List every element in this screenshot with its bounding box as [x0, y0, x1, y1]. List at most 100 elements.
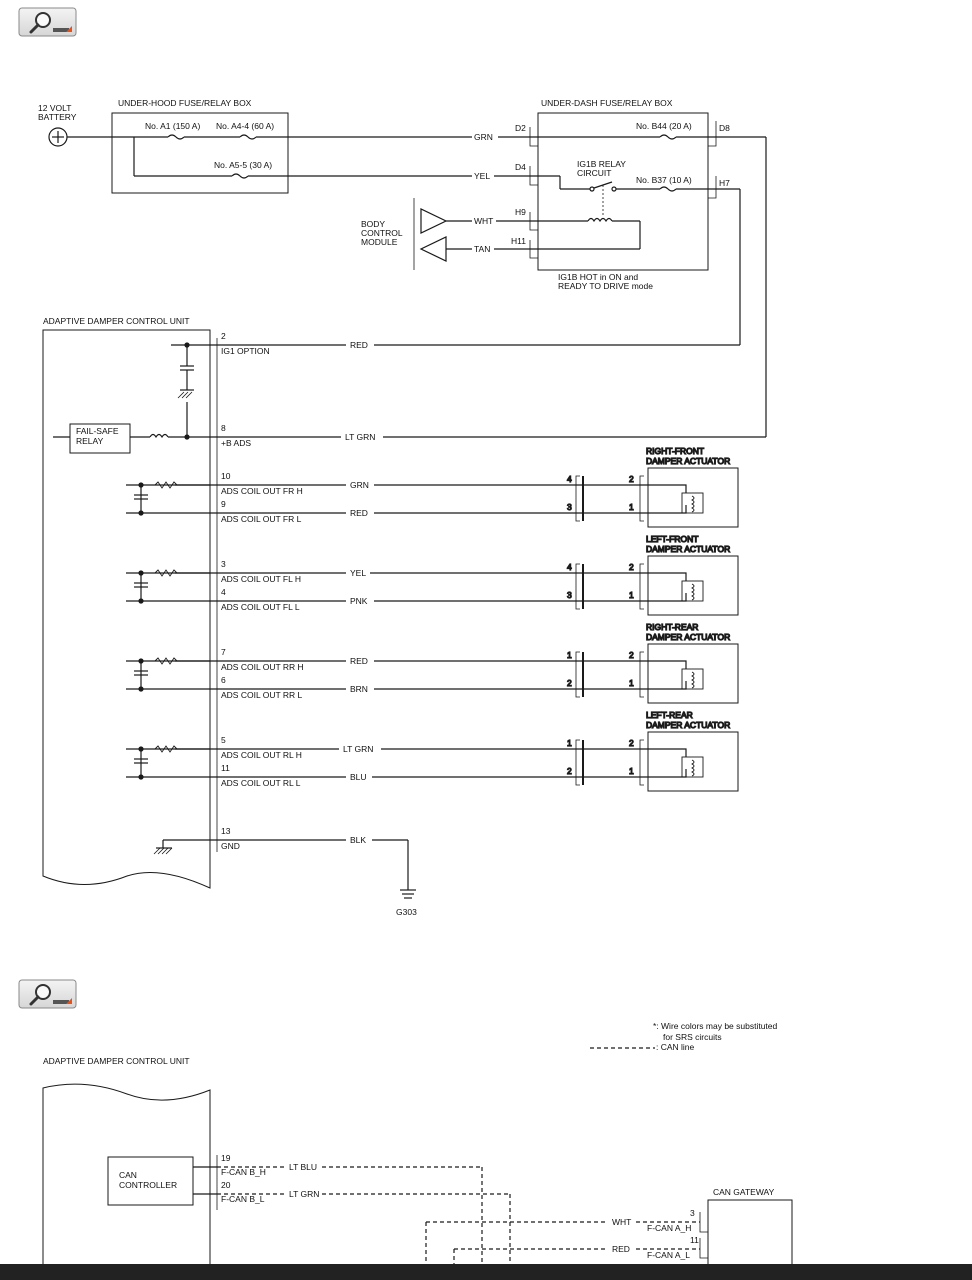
pin-number: 9 — [221, 499, 226, 509]
connector-pin: 4 — [567, 562, 572, 572]
bcm-label-1: BODY — [361, 219, 385, 229]
pin-number: 6 — [221, 675, 226, 685]
actuator-name-2: DAMPER ACTUATOR — [646, 456, 730, 466]
connector-pin: 2 — [567, 678, 572, 688]
can-pin-label: F-CAN B_L — [221, 1194, 265, 1204]
wire-color-label: LT GRN — [343, 744, 373, 754]
wire-color-label: BRN — [350, 684, 368, 694]
bottom-bar — [0, 1264, 972, 1280]
gateway-wire-label: RED — [612, 1244, 630, 1254]
pin-label: IG1 OPTION — [221, 346, 270, 356]
fuse-a1-label: No. A1 (150 A) — [145, 121, 200, 131]
pin-number: 4 — [221, 587, 226, 597]
ground-label: G303 — [396, 907, 417, 917]
wire-color-label: RED — [350, 340, 368, 350]
can-controller-label-2: CONTROLLER — [119, 1180, 177, 1190]
pin-label: GND — [221, 841, 240, 851]
pin-label: ADS COIL OUT RL H — [221, 750, 302, 760]
pin-number: 7 — [221, 647, 226, 657]
battery-label-1: 12 VOLT — [38, 103, 71, 113]
can-wire-label: LT BLU — [289, 1162, 317, 1172]
magnifier-icon — [29, 984, 72, 1006]
note-line-1: *: Wire colors may be substituted — [653, 1021, 778, 1031]
gateway-pin-number: 11 — [690, 1235, 699, 1245]
pin-label: ADS COIL OUT RR H — [221, 662, 304, 672]
failsafe-label-1: FAIL-SAFE — [76, 426, 119, 436]
terminal-d4: D4 — [515, 162, 526, 172]
wire-wht: WHT — [474, 216, 493, 226]
wire-color-label: YEL — [350, 568, 366, 578]
wire-color-label: PNK — [350, 596, 368, 606]
wire-color-label: LT GRN — [345, 432, 375, 442]
adcu-label-bottom: ADAPTIVE DAMPER CONTROL UNIT — [43, 1056, 190, 1066]
fuse-a5-5-label: No. A5-5 (30 A) — [214, 160, 272, 170]
pin-number: 10 — [221, 471, 231, 481]
pin-label: ADS COIL OUT FL L — [221, 602, 300, 612]
terminal-h11: H11 — [511, 236, 526, 246]
wire-color-label: BLK — [350, 835, 366, 845]
connector-pin: 2 — [629, 738, 634, 748]
hot-note-1: IG1B HOT in ON and — [558, 272, 638, 282]
actuator-name-2: DAMPER ACTUATOR — [646, 720, 730, 730]
connector-pin: 1 — [567, 738, 572, 748]
underhood-box-label: UNDER-HOOD FUSE/RELAY BOX — [118, 98, 252, 108]
connector-pin: 1 — [567, 650, 572, 660]
wire-color-label: BLU — [350, 772, 367, 782]
wire-yel: YEL — [474, 171, 490, 181]
actuator-name-2: DAMPER ACTUATOR — [646, 632, 730, 642]
relay-label-2: CIRCUIT — [577, 168, 611, 178]
can-pin-number: 19 — [221, 1153, 231, 1163]
connector-pin: 1 — [629, 766, 634, 776]
pin-label: ADS COIL OUT FL H — [221, 574, 301, 584]
pin-label: ADS COIL OUT FR L — [221, 514, 302, 524]
connector-pin: 1 — [629, 590, 634, 600]
bcm-label-3: MODULE — [361, 237, 398, 247]
wire-color-label: RED — [350, 656, 368, 666]
adcu-label-top: ADAPTIVE DAMPER CONTROL UNIT — [43, 316, 190, 326]
pin-label: ADS COIL OUT RL L — [221, 778, 301, 788]
connector-pin: 2 — [629, 474, 634, 484]
connector-pin: 2 — [629, 562, 634, 572]
note-line-2: for SRS circuits — [663, 1032, 722, 1042]
can-pin-label: F-CAN B_H — [221, 1167, 266, 1177]
pin-label: ADS COIL OUT RR L — [221, 690, 303, 700]
fuse-b44-label: No. B44 (20 A) — [636, 121, 692, 131]
gateway-pin-number: 3 — [690, 1208, 695, 1218]
gateway-label: CAN GATEWAY — [713, 1187, 775, 1197]
pin-label: +B ADS — [221, 438, 251, 448]
actuator-name-1: LEFT-FRONT — [646, 534, 698, 544]
terminal-d8: D8 — [719, 123, 730, 133]
connector-pin: 2 — [567, 766, 572, 776]
terminal-d2: D2 — [515, 123, 526, 133]
actuator-name-1: RIGHT-REAR — [646, 622, 698, 632]
zoom-button-bottom[interactable] — [18, 979, 77, 1009]
hot-note-2: READY TO DRIVE mode — [558, 281, 653, 291]
can-controller-label-1: CAN — [119, 1170, 137, 1180]
underdash-box-label: UNDER-DASH FUSE/RELAY BOX — [541, 98, 673, 108]
pin-number: 5 — [221, 735, 226, 745]
connector-pin: 1 — [629, 678, 634, 688]
can-wire-label: LT GRN — [289, 1189, 319, 1199]
connector-pin: 3 — [567, 590, 572, 600]
pin-label: ADS COIL OUT FR H — [221, 486, 303, 496]
connector-pin: 1 — [629, 502, 634, 512]
gateway-wire-label: WHT — [612, 1217, 631, 1227]
connector-pin: 4 — [567, 474, 572, 484]
pin-number: 8 — [221, 423, 226, 433]
legend-can-line: : CAN line — [656, 1042, 695, 1052]
actuator-name-1: LEFT-REAR — [646, 710, 693, 720]
zoom-button-top[interactable] — [18, 7, 77, 37]
bcm-label-2: CONTROL — [361, 228, 403, 238]
can-pin-number: 20 — [221, 1180, 231, 1190]
actuator-name-2: DAMPER ACTUATOR — [646, 544, 730, 554]
gateway-pin-label: F-CAN A_H — [647, 1223, 691, 1233]
actuator-name-1: RIGHT-FRONT — [646, 446, 704, 456]
wire-grn: GRN — [474, 132, 493, 142]
fuse-b37-label: No. B37 (10 A) — [636, 175, 692, 185]
terminal-h7: H7 — [719, 178, 730, 188]
wire-tan: TAN — [474, 244, 490, 254]
connector-pin: 3 — [567, 502, 572, 512]
gateway-pin-label: F-CAN A_L — [647, 1250, 690, 1260]
wire-color-label: RED — [350, 508, 368, 518]
